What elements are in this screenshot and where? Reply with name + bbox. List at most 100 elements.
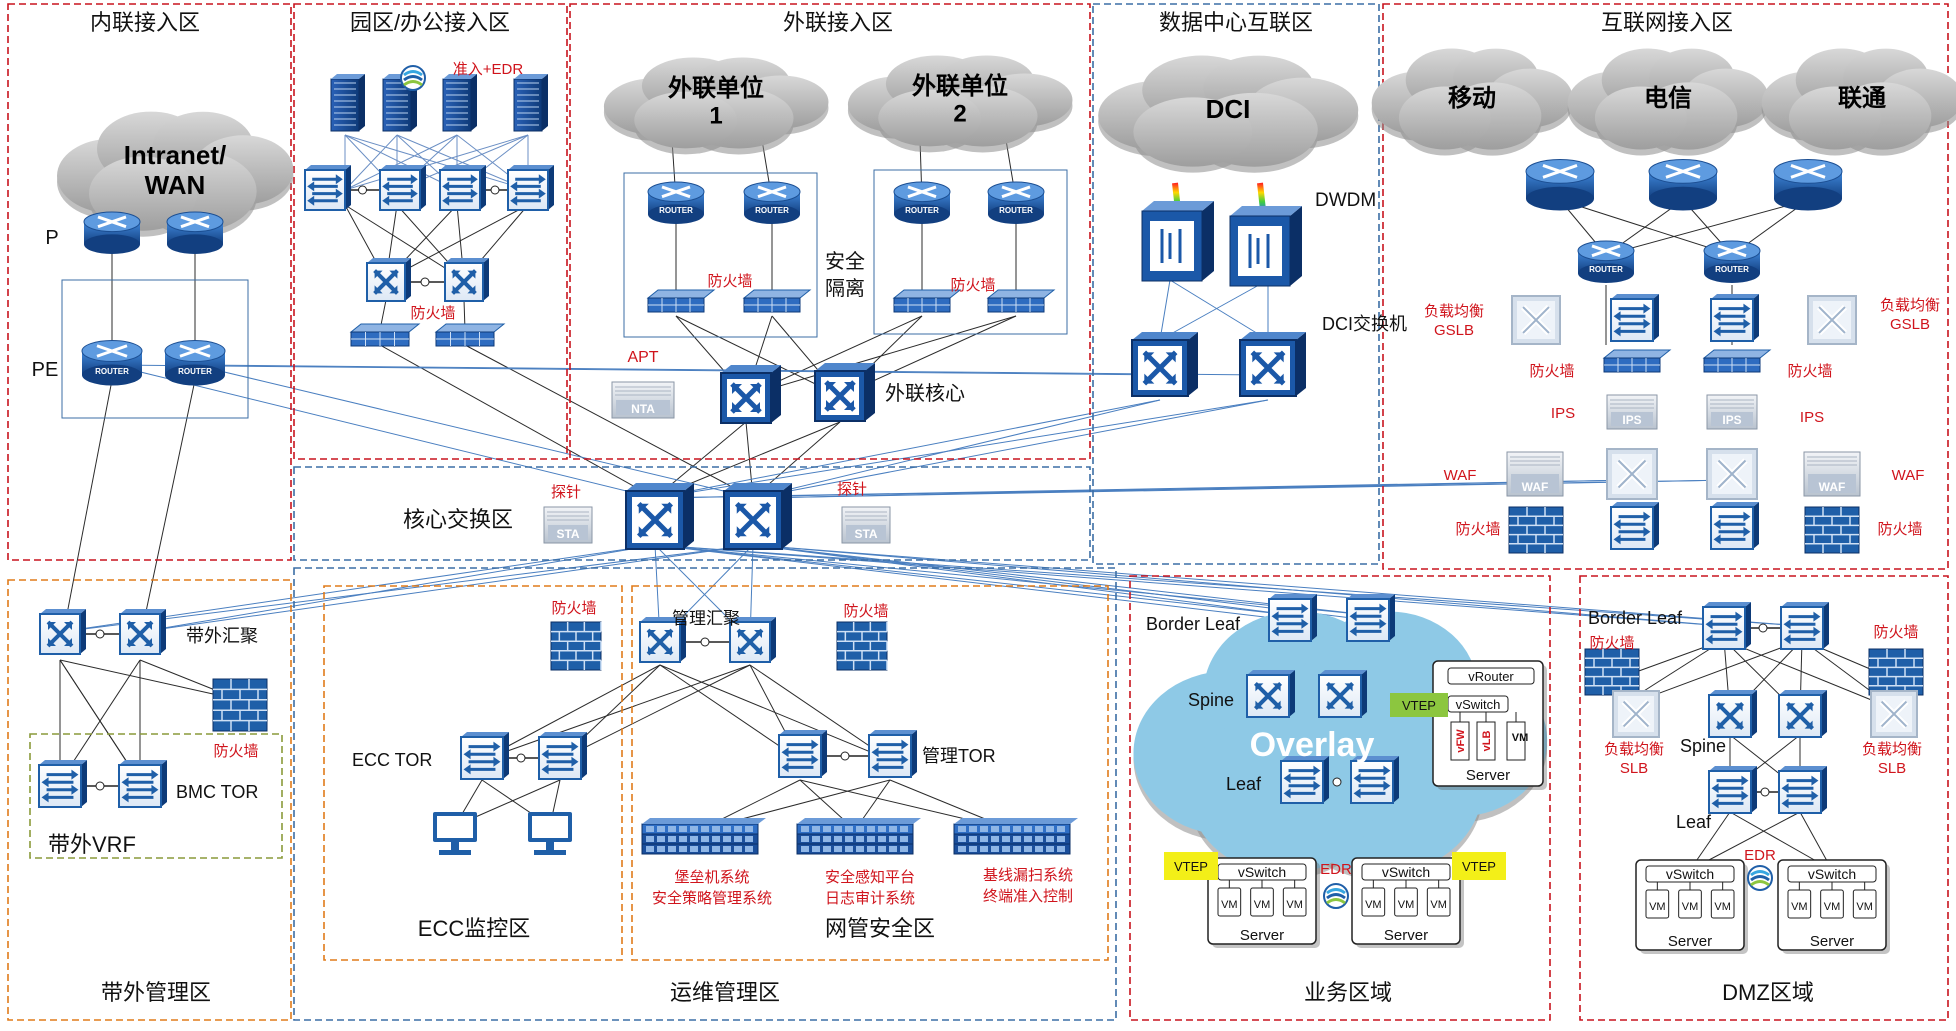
label-campus-firewall: 防火墙 — [410, 305, 455, 322]
server-chassis-sec-aware — [796, 818, 921, 855]
mgmt-firewall-1 — [550, 621, 602, 671]
internet-switch-1 — [1610, 294, 1659, 342]
label-bastion: 堡垒机系统安全策略管理系统 — [652, 869, 772, 907]
label-edr-dmz: EDR — [1744, 847, 1776, 864]
sta-appliance-2: STA — [841, 506, 891, 544]
link-line — [752, 399, 1269, 499]
mgmt-tor-switch-1 — [778, 730, 827, 778]
vswitch-label: vSwitch — [1666, 866, 1714, 882]
label-access-edr: 准入+EDR — [453, 61, 524, 78]
server-rack-2 — [382, 74, 417, 132]
router-isp-telecom — [1648, 159, 1718, 211]
vm-label: VM — [1398, 899, 1415, 911]
link-line — [139, 544, 656, 633]
server-label: Server — [1466, 767, 1510, 784]
link-line — [1169, 279, 1269, 341]
router-label: ROUTER — [755, 206, 789, 215]
dmz-spine-2 — [1778, 690, 1827, 738]
label-ext1-firewall: 防火墙 — [707, 273, 752, 290]
mgmt-tor-switch-2 — [868, 730, 917, 778]
router-ext1-b: ROUTER — [743, 181, 801, 224]
internet-switch-2 — [1710, 294, 1759, 342]
vm-label: VM — [1286, 899, 1303, 911]
vm-label: vFW — [1455, 729, 1467, 753]
ext-core-switch-2 — [814, 363, 875, 422]
vm-label: VM — [1430, 899, 1447, 911]
dci-switch-1 — [1131, 332, 1198, 397]
ecc-monitor-1 — [433, 812, 477, 855]
zone-title-internet: 互联网接入区 — [1601, 10, 1733, 35]
server-rack-4 — [513, 74, 548, 132]
core-switch-2 — [723, 483, 792, 550]
link-line — [59, 544, 754, 633]
label-probe-1: 探针 — [551, 484, 581, 501]
link-line — [481, 664, 751, 761]
server-chassis-bastion — [641, 818, 766, 855]
link-line — [675, 315, 841, 397]
stack-link-node — [358, 185, 367, 195]
link-line — [59, 659, 241, 701]
overlay-label: Overlay — [1250, 726, 1375, 764]
edr-icon-campus — [400, 65, 426, 91]
dci-switch-2 — [1239, 332, 1306, 397]
pe-group-box — [61, 279, 249, 419]
link-line — [194, 364, 754, 499]
label-baseline: 基线漏扫系统终端准入控制 — [983, 867, 1073, 905]
server-label: Server — [1810, 933, 1854, 950]
dmz-leaf-1 — [1708, 766, 1757, 814]
link-line — [654, 544, 1291, 616]
stack-link-node — [490, 185, 500, 195]
vm-label: VM — [1365, 899, 1382, 911]
label-p: P — [45, 227, 58, 249]
firewall-ext2-b — [986, 289, 1056, 313]
link-line — [752, 544, 1369, 621]
link-line — [481, 664, 661, 761]
zone-title-ops: 运维管理区 — [670, 980, 780, 1005]
dmz-slb-1 — [1612, 690, 1660, 738]
vm-label: VM — [1824, 901, 1841, 913]
vrouter-label: vRouter — [1468, 669, 1514, 684]
vm-label: vLB — [1481, 731, 1493, 752]
campus-access-switch-1 — [304, 165, 351, 211]
link-line — [344, 134, 529, 191]
ext-core-switch-1 — [720, 365, 781, 424]
dmz-leaf-2 — [1778, 766, 1827, 814]
server-chassis-baseline — [953, 818, 1078, 855]
label-mgmt-firewall-2: 防火墙 — [843, 603, 888, 620]
label-oob-agg: 带外汇聚 — [186, 626, 258, 646]
zone-extranet — [569, 3, 1091, 460]
dmz-border-leaf-2 — [1780, 602, 1829, 650]
zone-title-campus: 园区/办公接入区 — [350, 10, 510, 35]
label-dci-switch: DCI交换机 — [1322, 314, 1407, 334]
link-line — [1605, 199, 1809, 256]
link-line — [61, 379, 113, 641]
router-internet-1: ROUTER — [1577, 240, 1635, 284]
vm-label: VM — [1682, 901, 1699, 913]
link-line — [654, 399, 1269, 499]
link-line — [654, 544, 1369, 616]
dmz-firewall-1 — [1584, 648, 1640, 696]
internet-switch-4 — [1710, 502, 1759, 550]
ecc-tor-switch-2 — [538, 732, 587, 780]
dmz-slb-2 — [1870, 690, 1918, 738]
router-ext2-a: ROUTER — [893, 181, 951, 224]
business-leaf-1 — [1280, 756, 1329, 804]
link-line — [749, 664, 891, 761]
label-ext2-firewall: 防火墙 — [950, 277, 995, 294]
label-security-isolation: 安全隔离 — [825, 250, 865, 300]
link-line — [659, 664, 801, 761]
zone-oob — [7, 579, 292, 1021]
label-apt: APT — [627, 349, 658, 366]
zone-title-dmz: DMZ区域 — [1722, 980, 1814, 1005]
vm-label: VM — [1254, 899, 1271, 911]
vtep-badge-2 — [1452, 852, 1506, 880]
vtep-label: VTEP — [1402, 698, 1436, 713]
label-vtep-1: VTEP — [1174, 859, 1208, 874]
link-line — [1257, 182, 1266, 211]
gslb-icon-1 — [1511, 295, 1561, 345]
